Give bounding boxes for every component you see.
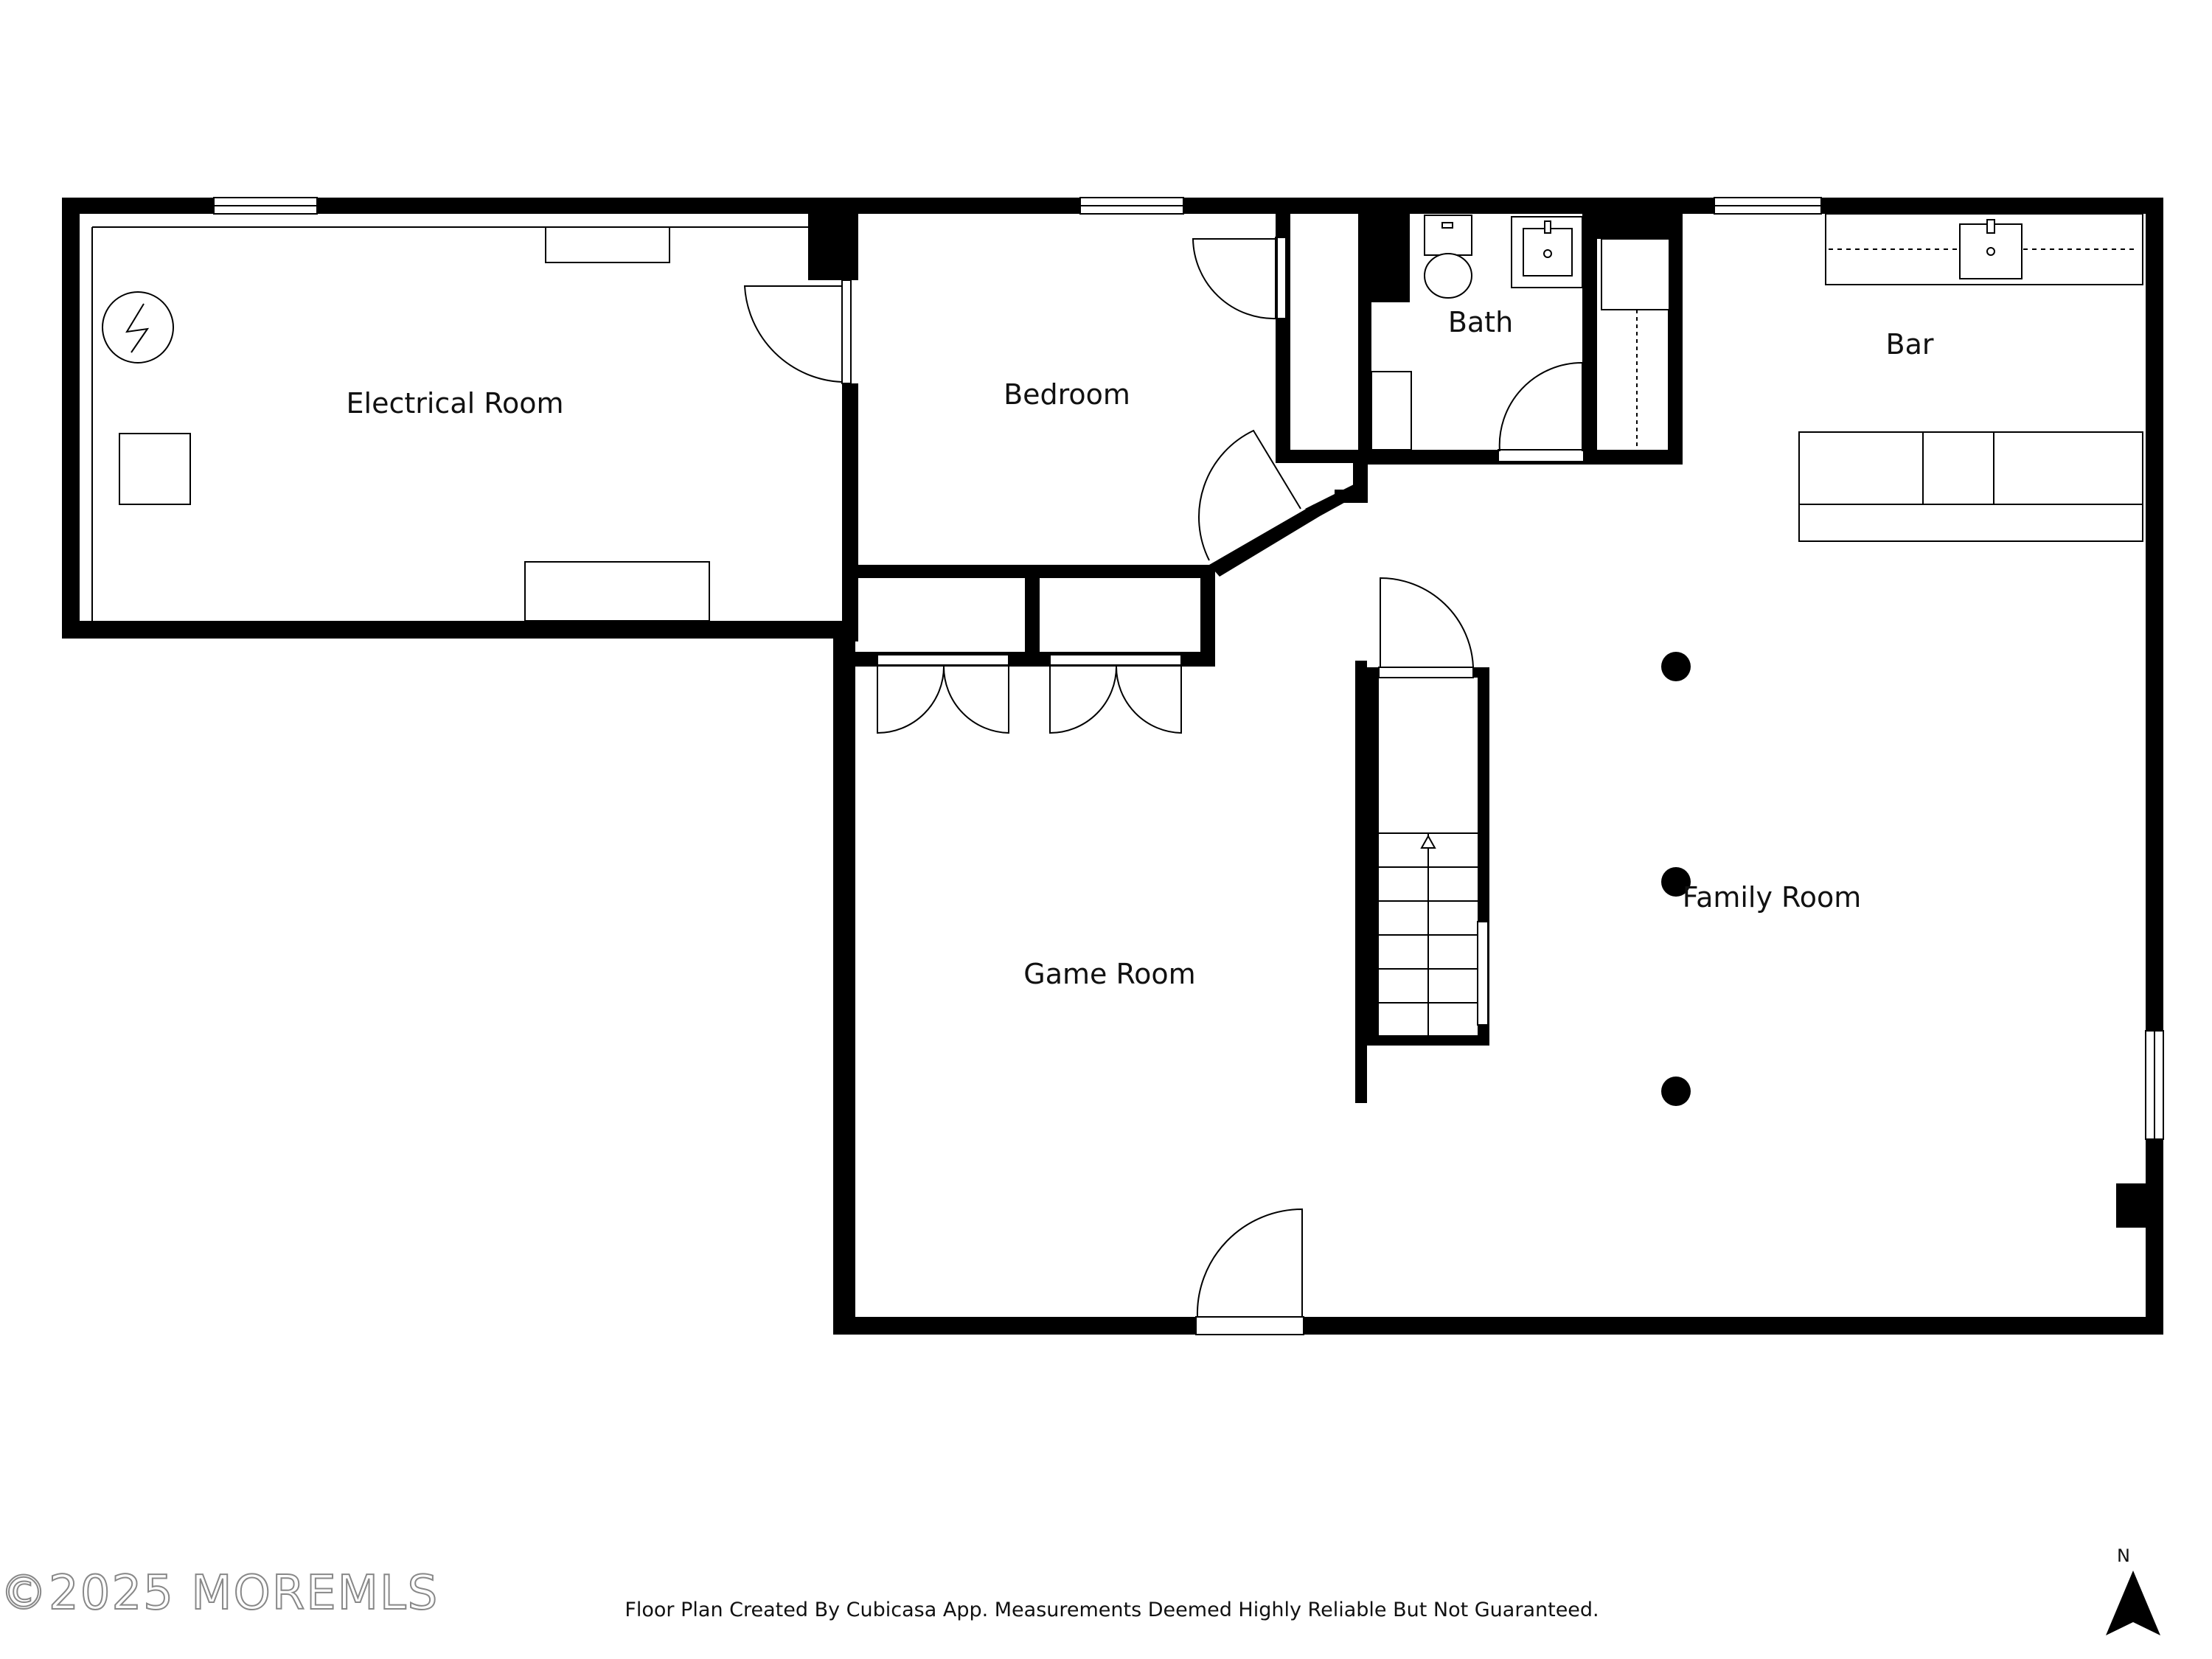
bar-sink-icon <box>1959 219 2023 279</box>
label-bath: Bath <box>1448 306 1513 338</box>
label-game-room: Game Room <box>1023 958 1195 990</box>
room-labels: Electrical Room Bedroom Bath Bar Game Ro… <box>347 306 1934 990</box>
door-bath <box>1498 361 1585 462</box>
label-family-room: Family Room <box>1683 881 1862 914</box>
north-arrow-icon <box>2106 1571 2160 1635</box>
door-bedroom <box>1198 429 1306 567</box>
windows <box>213 197 2164 1140</box>
water-heater <box>119 433 191 505</box>
column-1 <box>1661 652 1691 681</box>
door-bedroom-closet <box>1192 237 1287 320</box>
door-stairs <box>1378 577 1474 678</box>
door-closet-left <box>877 654 1009 734</box>
shower <box>1371 371 1412 451</box>
sink-icon <box>1511 216 1583 288</box>
door-closet-right <box>1049 654 1182 734</box>
columns <box>1661 652 1691 1106</box>
bath-linen-closet <box>1601 238 1670 310</box>
door-electrical <box>743 279 852 384</box>
column-2 <box>1661 867 1691 897</box>
label-bar: Bar <box>1886 328 1934 361</box>
walls <box>62 198 2163 1335</box>
electrical-bench <box>524 561 710 622</box>
doors <box>743 237 1585 1335</box>
label-bedroom: Bedroom <box>1004 378 1130 411</box>
label-electrical-room: Electrical Room <box>347 387 564 420</box>
door-game-exterior <box>1195 1208 1304 1335</box>
watermark: ©2025 MOREMLS <box>0 1566 439 1621</box>
footer-credit: Floor Plan Created By Cubicasa App. Meas… <box>625 1599 1599 1621</box>
electrical-panel-icon <box>102 291 174 364</box>
stair-direction-arrow <box>1420 834 1436 849</box>
inner-lines <box>91 226 808 621</box>
bar-island <box>1798 431 2143 505</box>
toilet-icon <box>1424 215 1472 299</box>
electrical-shelf-top <box>545 226 670 263</box>
fixtures <box>102 213 2143 622</box>
compass: N <box>2106 1545 2160 1635</box>
compass-label: N <box>2117 1545 2130 1566</box>
stairs <box>1379 832 1489 1035</box>
column-3 <box>1661 1077 1691 1106</box>
